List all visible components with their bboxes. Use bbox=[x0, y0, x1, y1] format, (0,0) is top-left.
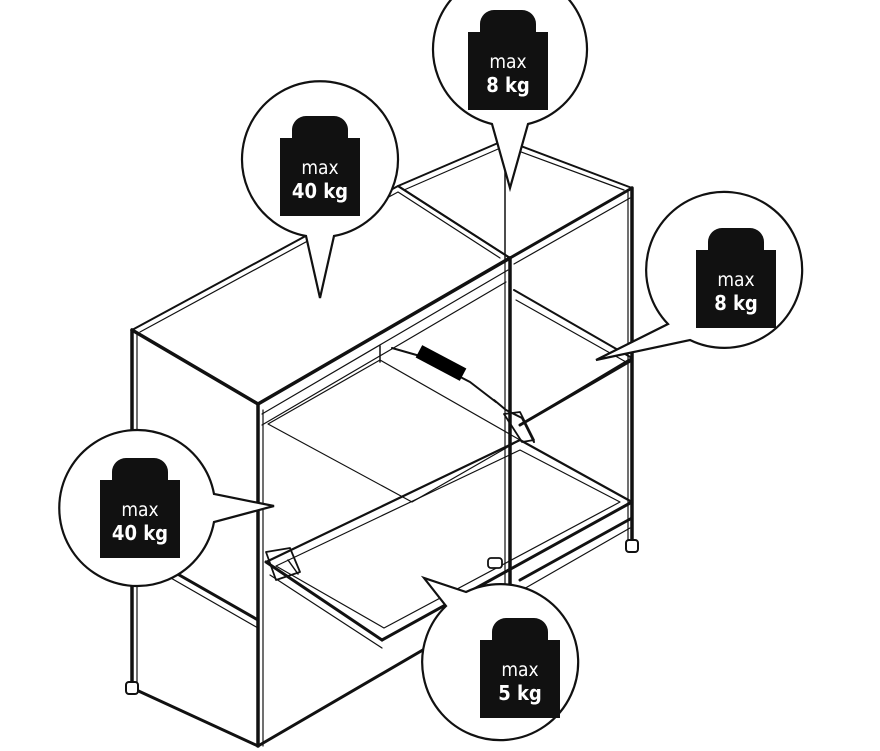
weight-icon bbox=[480, 618, 560, 718]
weight-value: 8 kg bbox=[714, 291, 758, 315]
weight-icon bbox=[468, 10, 548, 110]
weight-value: 5 kg bbox=[498, 681, 542, 705]
weight-label: max bbox=[717, 269, 754, 291]
weight-label: max bbox=[489, 51, 526, 73]
weight-label: max bbox=[501, 659, 538, 681]
weight-icon bbox=[696, 228, 776, 328]
weight-value: 8 kg bbox=[486, 73, 530, 97]
weight-callout-top-left: max 40 kg bbox=[240, 80, 400, 299]
weight-icon bbox=[280, 116, 360, 216]
weight-icon bbox=[100, 458, 180, 558]
weight-label: max bbox=[121, 499, 158, 521]
weight-callout-flap: max 5 kg bbox=[420, 575, 580, 742]
weight-value: 40 kg bbox=[292, 179, 348, 203]
weight-callout-top-back: max 8 kg bbox=[431, 0, 589, 193]
weight-callout-right-middle: max 8 kg bbox=[595, 190, 804, 362]
shelf-frame bbox=[125, 139, 639, 748]
weight-callout-lower-left: max 40 kg bbox=[58, 428, 275, 588]
weight-label: max bbox=[301, 157, 338, 179]
weight-value: 40 kg bbox=[112, 521, 168, 545]
